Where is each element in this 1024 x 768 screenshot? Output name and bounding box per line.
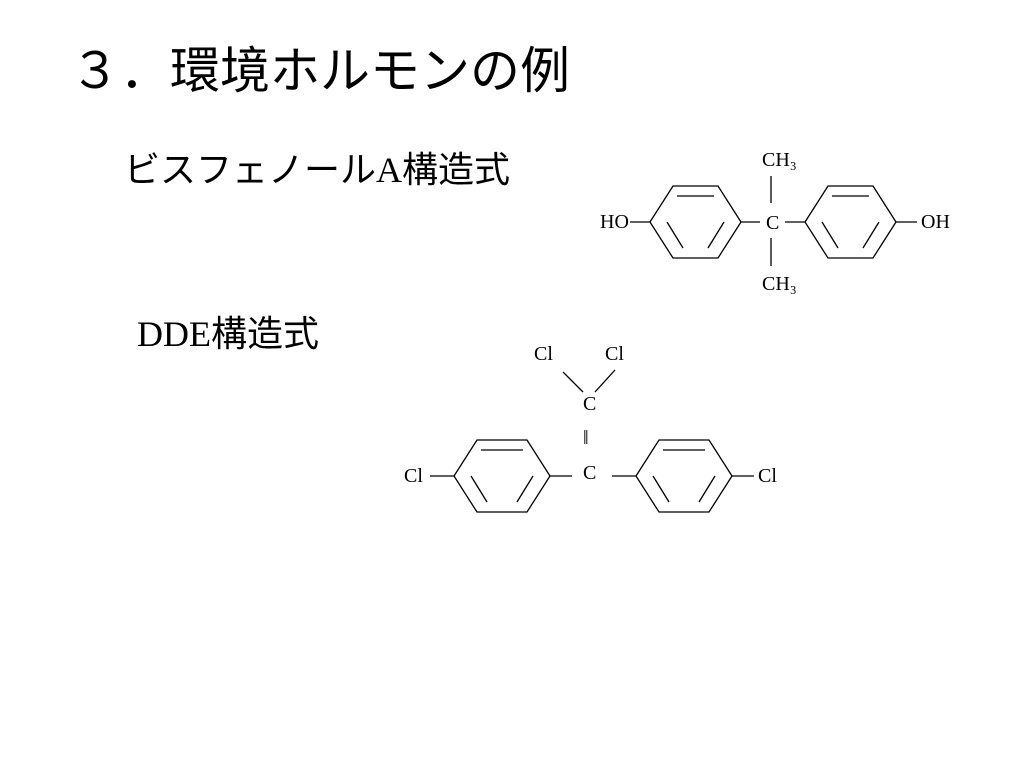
- bisphenol-a-label-letter: A: [376, 150, 403, 190]
- benzene-ring-left: [453, 439, 551, 513]
- bond: [594, 369, 616, 393]
- bisphenol-a-right-group: OH: [921, 211, 950, 233]
- dde-right-chlorine: Cl: [758, 465, 777, 487]
- benzene-ring-right: [635, 439, 733, 513]
- bisphenol-a-top-methyl: CH₃: [762, 149, 797, 171]
- dde-left-chlorine: Cl: [404, 465, 423, 487]
- benzene-ring-right: [804, 185, 897, 259]
- dde-double-bond: ‖: [583, 427, 589, 449]
- bisphenol-a-label: ビスフェノールA構造式: [124, 152, 510, 189]
- dde-upper-carbon: C: [583, 393, 596, 415]
- dde-top-right-chlorine: Cl: [605, 343, 624, 365]
- dde-label-name: DDE: [137, 314, 211, 354]
- dde-lower-carbon: C: [583, 462, 596, 484]
- bisphenol-a-label-suffix: 構造式: [402, 150, 511, 191]
- dde-label-suffix: 構造式: [211, 314, 320, 355]
- dde-top-left-chlorine: Cl: [534, 343, 553, 365]
- dde-label: DDE構造式: [137, 316, 319, 353]
- benzene-ring-left: [649, 185, 742, 259]
- slide-title: ３．環境ホルモンの例: [70, 42, 570, 100]
- bisphenol-a-structure: HO C CH₃ CH₃ OH: [600, 149, 950, 295]
- bisphenol-a-left-group: HO: [600, 211, 629, 233]
- bond: [562, 371, 584, 393]
- bisphenol-a-center-carbon: C: [766, 212, 779, 234]
- bisphenol-a-bottom-methyl: CH₃: [762, 273, 797, 295]
- dde-structure: Cl Cl C ‖ C Cl Cl: [404, 343, 777, 513]
- bisphenol-a-label-prefix: ビスフェノール: [124, 150, 377, 191]
